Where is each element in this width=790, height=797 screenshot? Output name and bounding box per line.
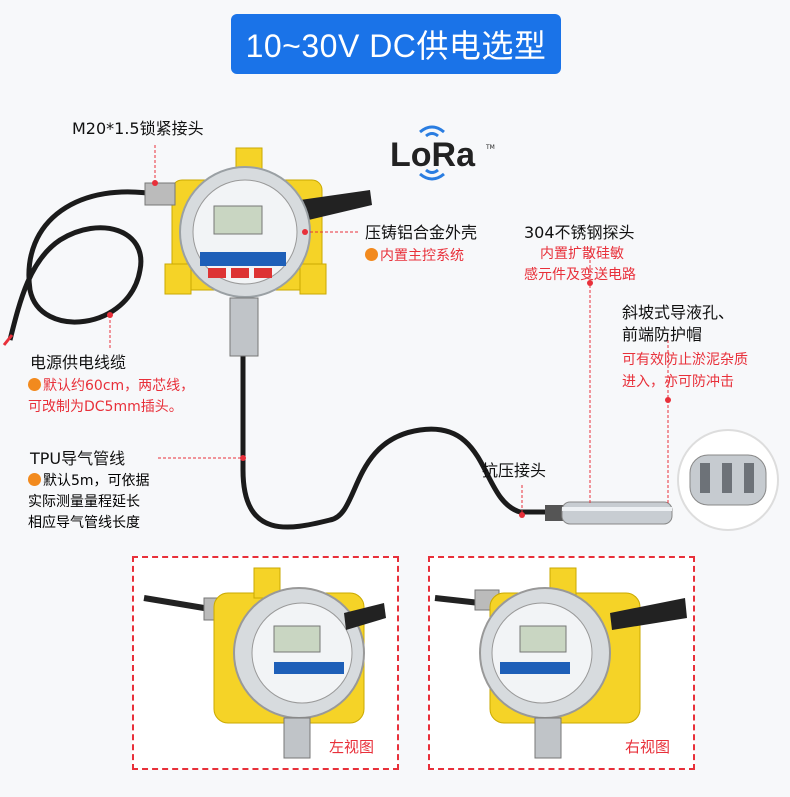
guide-note-line-2: 进入，亦可防冲击 <box>622 374 734 390</box>
right-view-image <box>434 567 687 759</box>
tpu-note-line-2: 实际测量量程延长 <box>28 494 140 510</box>
left-view-panel: 左视图 <box>132 556 399 770</box>
probe-note-line-1: 内置扩散硅敏 <box>540 246 624 262</box>
left-view-image <box>143 567 386 759</box>
cable-note-line-1: 默认约60cm，两芯线， <box>28 376 194 396</box>
guide-label-line-2: 前端防护帽 <box>622 325 703 344</box>
cable-note-line-2: 可改制为DC5mm插头。 <box>28 399 183 415</box>
lora-logo: LoRa TM <box>390 122 500 182</box>
left-view-label: 左视图 <box>329 738 375 756</box>
joint-label: 抗压接头 <box>482 461 547 480</box>
bullet-icon <box>28 378 41 391</box>
lora-tm: TM <box>486 144 495 151</box>
fitting-label: M20*1.5锁紧接头 <box>72 119 204 138</box>
tpu-label: TPU导气管线 <box>30 449 126 468</box>
signal-wave-icon <box>419 125 445 181</box>
bullet-icon <box>28 473 41 486</box>
shell-note: 内置主控系统 <box>365 246 464 266</box>
lora-text: LoRa <box>390 136 475 174</box>
tpu-note-line-1: 默认5m，可依据 <box>28 471 150 491</box>
cable-label: 电源供电线缆 <box>30 353 127 372</box>
tpu-note-line-3: 相应导气管线长度 <box>28 515 140 531</box>
guide-label-line-1: 斜坡式导液孔、 <box>622 303 735 322</box>
bullet-icon <box>365 248 378 261</box>
shell-label: 压铸铝合金外壳 <box>365 223 478 242</box>
probe-label: 304不锈钢探头 <box>524 223 635 242</box>
guide-note-line-1: 可有效防止淤泥杂质 <box>622 352 748 368</box>
probe-note-line-2: 感元件及变送电路 <box>524 267 636 283</box>
page-title: 10~30V DC供电选型 <box>231 14 561 74</box>
right-view-panel: 右视图 <box>428 556 695 770</box>
right-view-label: 右视图 <box>625 738 671 756</box>
